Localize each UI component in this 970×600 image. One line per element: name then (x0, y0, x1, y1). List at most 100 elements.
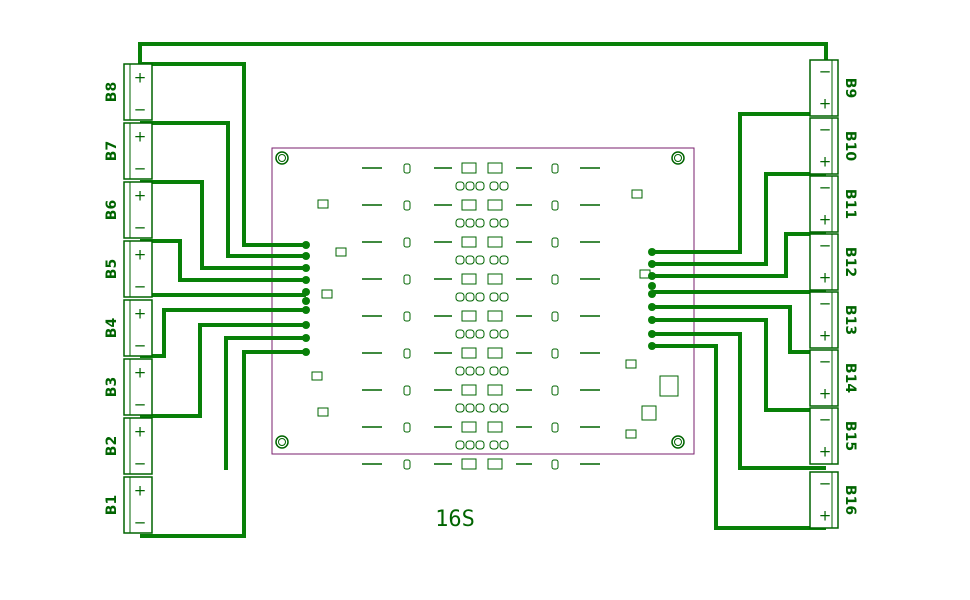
plus-sign: + (819, 211, 832, 229)
connector-label-b9: B9 (842, 78, 858, 98)
smd-footprint (455, 292, 465, 302)
solder-pad (302, 288, 310, 296)
connector-label-b5: B5 (104, 259, 120, 279)
plus-sign: + (134, 128, 147, 146)
ic-footprint (487, 236, 503, 248)
mount-holes (275, 151, 685, 449)
ic-footprint (461, 162, 477, 174)
board-pads (302, 241, 656, 356)
connector-label-b10: B10 (842, 131, 858, 161)
connector-label-b6: B6 (104, 200, 120, 220)
ic-footprint (461, 273, 477, 285)
component-footprints (311, 162, 679, 470)
connector-body (123, 299, 153, 357)
wire-trace (140, 239, 306, 282)
connector-body (809, 233, 839, 291)
wire-trace (140, 308, 306, 358)
minus-sign: − (134, 278, 147, 296)
smd-footprint (499, 366, 509, 376)
plus-sign: + (819, 153, 832, 171)
capacitor-footprint (551, 163, 559, 174)
plus-sign: + (134, 246, 147, 264)
connector-label-b11: B11 (842, 189, 858, 219)
wire-trace (652, 232, 826, 278)
connector-label-b12: B12 (842, 247, 858, 277)
solder-pad (648, 342, 656, 350)
connector-b16: − + B16 (809, 471, 858, 529)
solder-pad (648, 282, 656, 290)
wire-trace (652, 305, 826, 354)
minus-sign: − (134, 514, 147, 532)
solder-pad (648, 248, 656, 256)
smd-footprint (317, 407, 329, 417)
smd-footprint (465, 218, 475, 228)
balance-board (271, 147, 695, 470)
connector-body (123, 358, 153, 416)
plus-sign: + (819, 385, 832, 403)
ic-footprint (487, 384, 503, 396)
ic-footprint (487, 273, 503, 285)
smd-footprint (455, 329, 465, 339)
smd-footprint (475, 440, 485, 450)
connector-b4: + − B4 (104, 299, 153, 357)
capacitor-footprint (403, 163, 411, 174)
wire-trace (652, 332, 826, 470)
wire-trace (652, 318, 826, 412)
plus-sign: + (134, 364, 147, 382)
smd-footprint (475, 366, 485, 376)
smd-footprint (317, 199, 329, 209)
minus-sign: − (819, 353, 832, 371)
mount-hole (275, 435, 289, 449)
connector-b5: + − B5 (104, 240, 153, 298)
capacitor-footprint (551, 348, 559, 359)
plus-sign: + (819, 443, 832, 461)
connector-b9: − + B9 (809, 59, 858, 117)
mount-hole (278, 154, 286, 162)
wiring-traces (140, 62, 826, 538)
smd-footprint (475, 292, 485, 302)
smd-footprint (489, 366, 499, 376)
ic-footprint (487, 421, 503, 433)
connector-label-b1: B1 (104, 495, 120, 515)
smd-footprint (489, 403, 499, 413)
connector-label-b2: B2 (104, 436, 120, 456)
solder-pad (302, 264, 310, 272)
ic-footprint (461, 347, 477, 359)
mount-hole (674, 154, 682, 162)
solder-pad (648, 303, 656, 311)
smd-footprint (465, 292, 475, 302)
ic-footprint (461, 310, 477, 322)
capacitor-footprint (403, 385, 411, 396)
minus-sign: − (134, 396, 147, 414)
solder-pad (302, 276, 310, 284)
connector-b8: + − B8 (104, 63, 153, 121)
smd-footprint (465, 255, 475, 265)
minus-sign: − (134, 337, 147, 355)
solder-pad (302, 297, 310, 305)
capacitor-footprint (403, 459, 411, 470)
wire-trace (140, 62, 306, 247)
capacitor-footprint (551, 311, 559, 322)
minus-sign: − (134, 219, 147, 237)
solder-pad (302, 348, 310, 356)
connector-b11: − + B11 (809, 175, 858, 233)
ic-footprint (659, 375, 679, 397)
wire-trace (140, 350, 306, 538)
capacitor-footprint (403, 274, 411, 285)
smd-footprint (455, 181, 465, 191)
connector-body (123, 181, 153, 239)
plus-sign: + (134, 187, 147, 205)
smd-footprint (321, 289, 333, 299)
smd-footprint (499, 440, 509, 450)
smd-footprint (631, 189, 643, 199)
minus-sign: − (819, 121, 832, 139)
minus-sign: − (819, 295, 832, 313)
wire-trace (140, 180, 306, 270)
connector-b12: − + B12 (809, 233, 858, 291)
ic-footprint (461, 458, 477, 470)
ic-footprint (487, 347, 503, 359)
solder-pad (648, 272, 656, 280)
capacitor-footprint (551, 274, 559, 285)
smd-footprint (475, 403, 485, 413)
smd-footprint (499, 292, 509, 302)
